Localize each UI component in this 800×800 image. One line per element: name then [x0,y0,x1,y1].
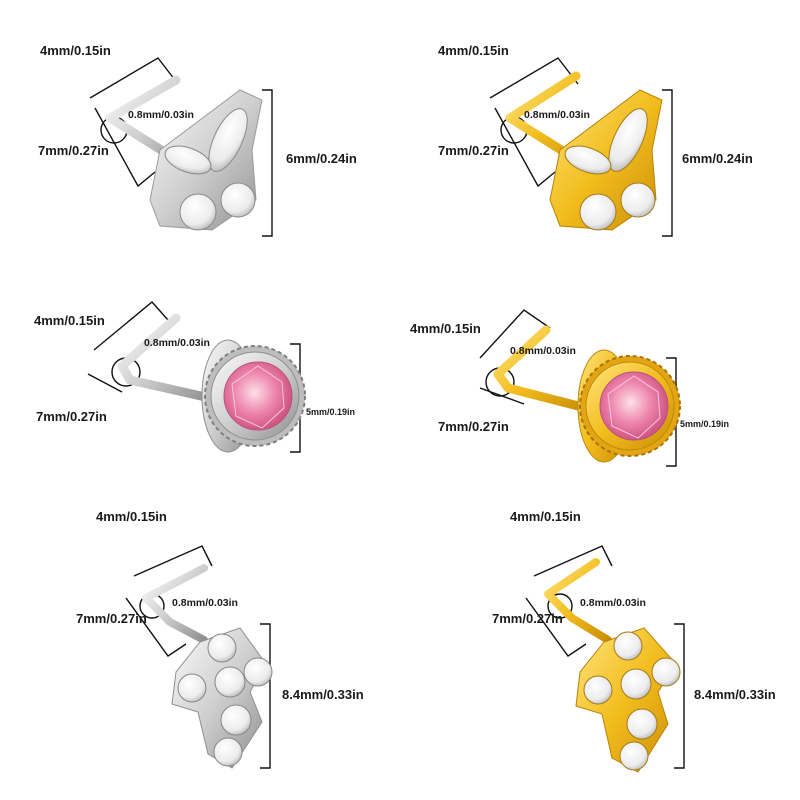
height-label: 6mm/0.24in [682,151,753,166]
top-length-label: 4mm/0.15in [510,509,581,524]
product-cross-silver: 4mm/0.15in 0.8mm/0.03in 7mm/0.27in 8.4mm… [0,510,400,798]
height-label: 5mm/0.19in [680,419,730,429]
wire-gauge-label: 0.8mm/0.03in [510,345,576,357]
cross-stud-silver-drawing [125,545,273,769]
height-label: 6mm/0.24in [286,151,357,166]
butterfly-stud-silver-drawing [89,57,273,237]
side-length-label: 7mm/0.27in [438,419,509,434]
side-length-label: 7mm/0.27in [36,409,107,424]
top-length-label: 4mm/0.15in [438,43,509,58]
butterfly-stud-gold-drawing [489,57,673,237]
product-butterfly-silver: 4mm/0.15in 0.8mm/0.03in 7mm/0.27in 6mm/0… [0,0,400,266]
top-length-label: 4mm/0.15in [34,313,105,328]
top-length-label: 4mm/0.15in [40,43,111,58]
wire-gauge-label: 0.8mm/0.03in [524,109,590,121]
side-length-label: 7mm/0.27in [492,611,563,626]
height-label: 8.4mm/0.33in [282,687,364,702]
side-length-label: 7mm/0.27in [38,143,109,158]
product-round-pink-gold: 4mm/0.15in 0.8mm/0.03in 7mm/0.27in 5mm/0… [400,266,800,532]
wire-gauge-label: 0.8mm/0.03in [128,109,194,121]
product-round-pink-silver: 4mm/0.15in 0.8mm/0.03in 7mm/0.27in 5mm/0… [0,266,400,532]
product-cross-gold: 4mm/0.15in 0.8mm/0.03in 7mm/0.27in 8.4mm… [400,510,800,798]
wire-gauge-label: 0.8mm/0.03in [580,597,646,609]
top-length-label: 4mm/0.15in [96,509,167,524]
round-pink-stud-gold-drawing [479,309,681,467]
height-label: 5mm/0.19in [306,407,356,417]
round-pink-stud-silver-drawing [87,301,306,453]
height-label: 8.4mm/0.33in [694,687,776,702]
cross-stud-gold-drawing [525,545,685,773]
top-length-label: 4mm/0.15in [410,321,481,336]
wire-gauge-label: 0.8mm/0.03in [172,597,238,609]
side-length-label: 7mm/0.27in [76,611,147,626]
side-length-label: 7mm/0.27in [438,143,509,158]
wire-gauge-label: 0.8mm/0.03in [144,337,210,349]
product-butterfly-gold: 4mm/0.15in 0.8mm/0.03in 7mm/0.27in 6mm/0… [400,0,800,266]
